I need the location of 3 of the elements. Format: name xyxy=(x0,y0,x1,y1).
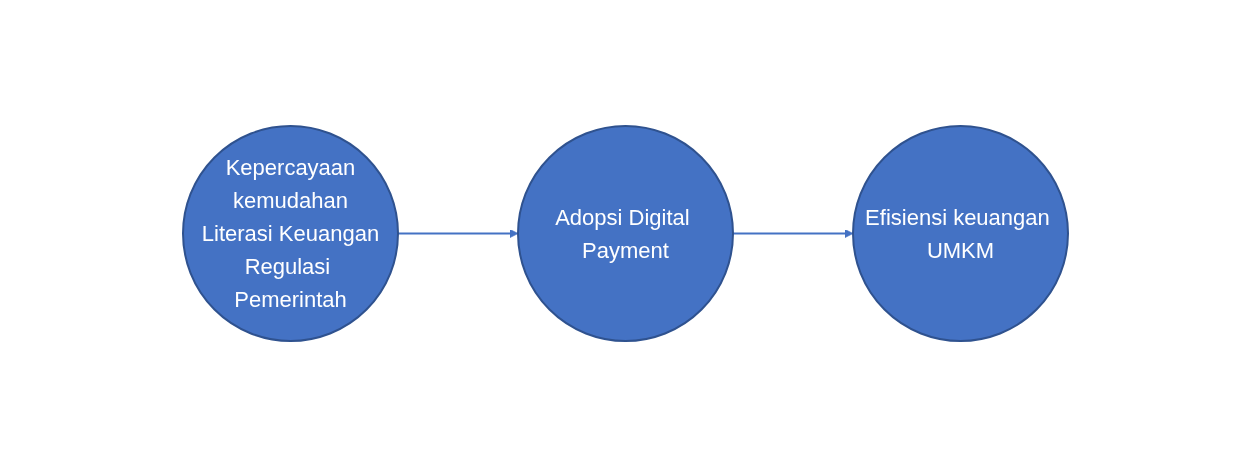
node-circle: Kepercayaan kemudahan Literasi Keuangan Regulasi Pemerintah xyxy=(182,124,399,342)
node-circle: Efisiensi keuangan UMKM xyxy=(852,124,1069,342)
node-circle: Adopsi Digital Payment xyxy=(517,124,734,342)
